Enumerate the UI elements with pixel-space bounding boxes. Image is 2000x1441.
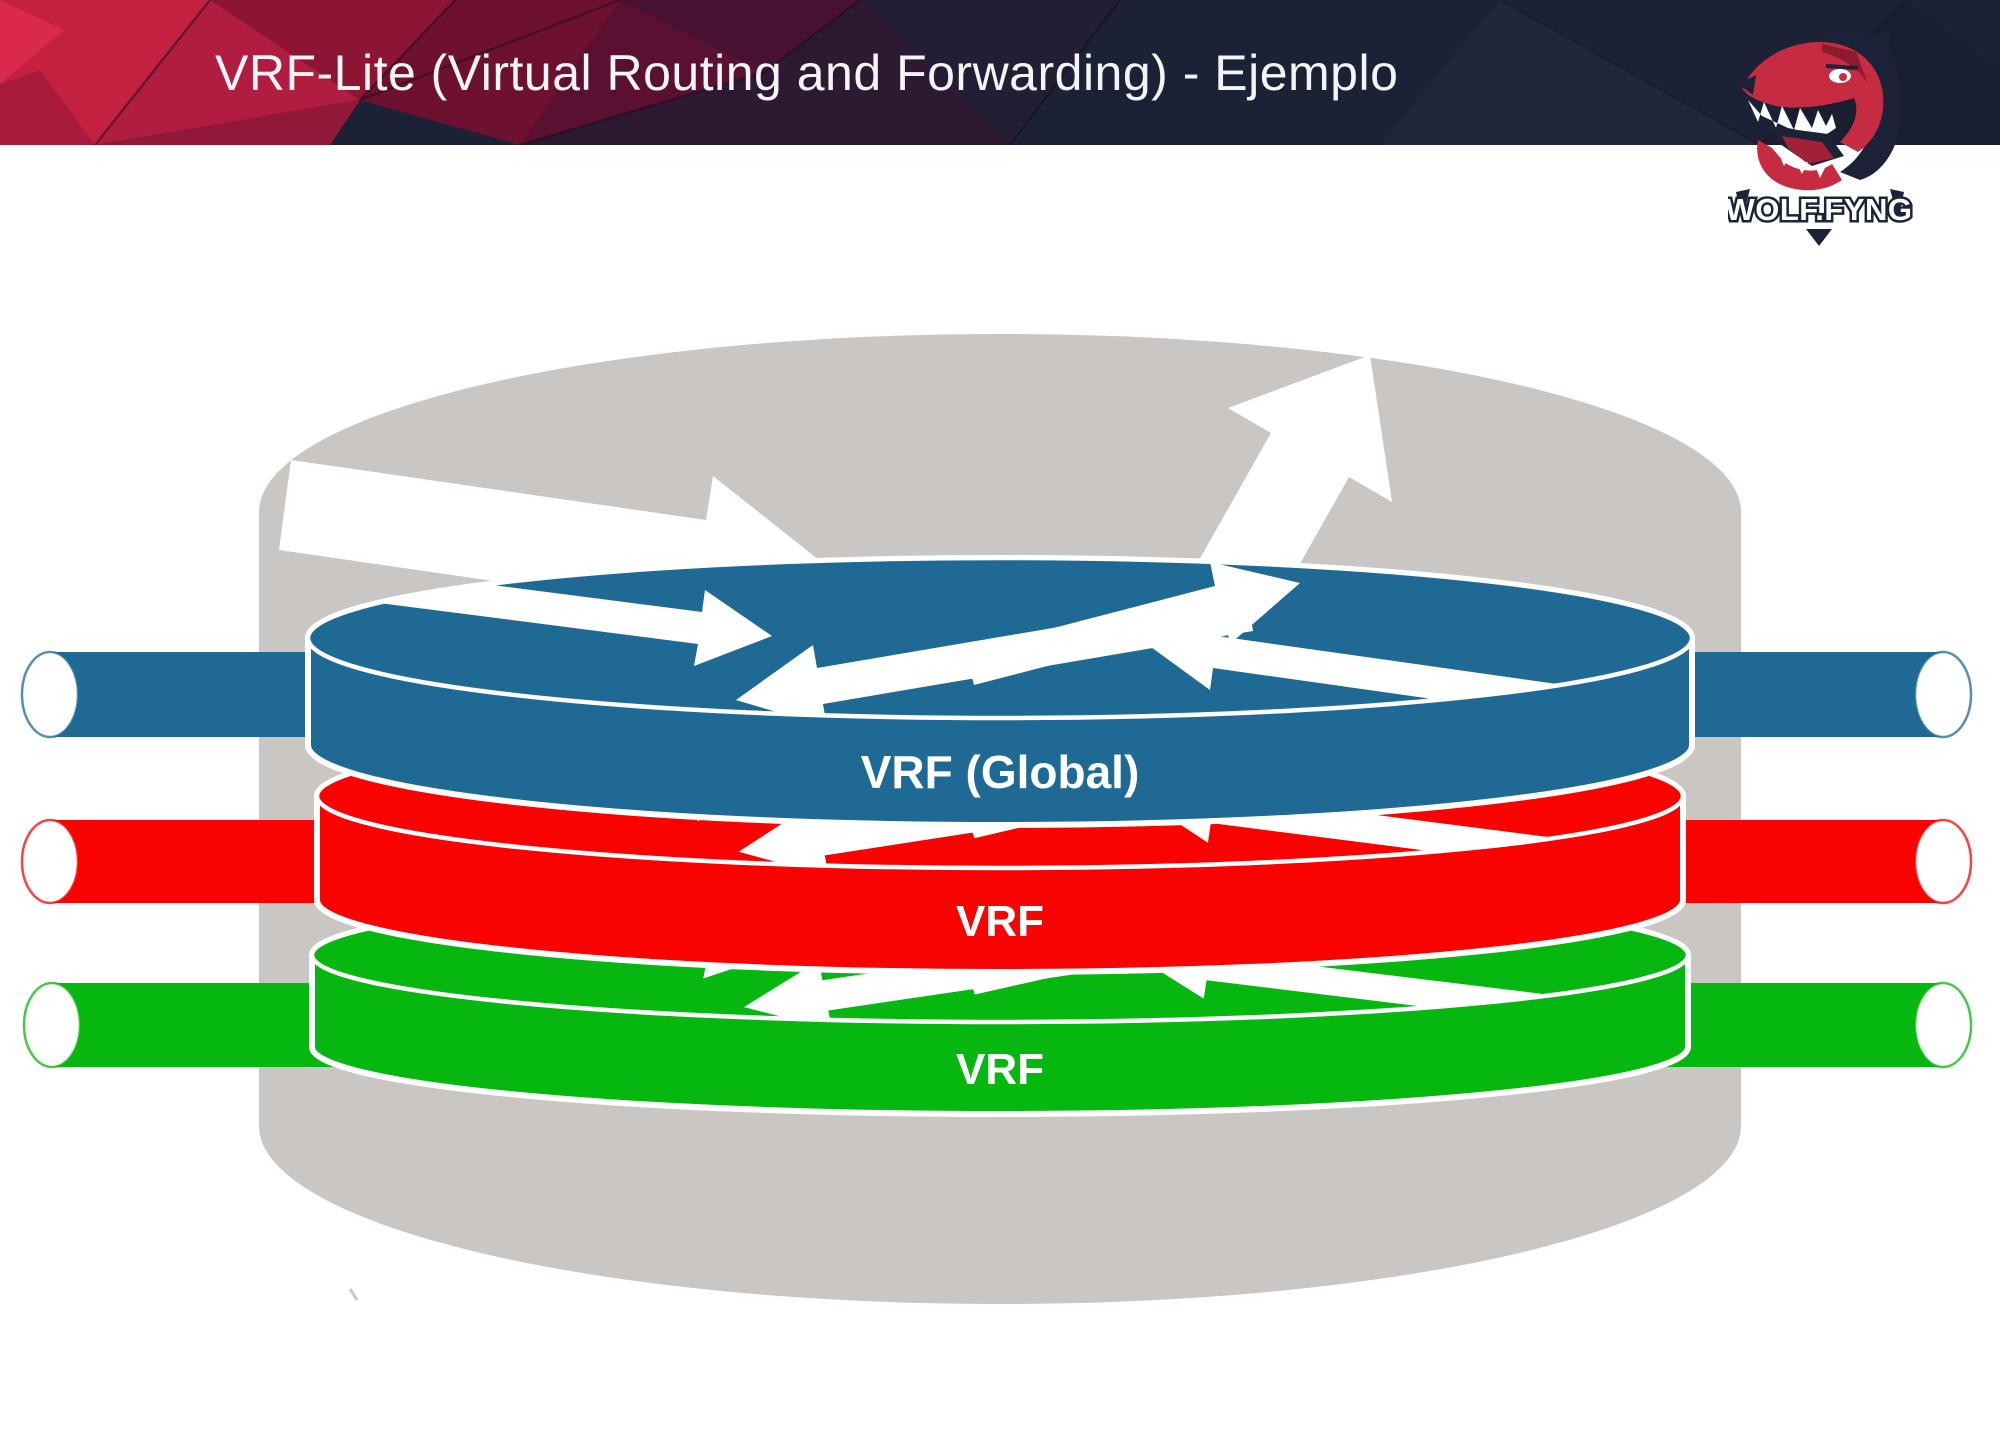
wolf-logo: WOLF.FYNG (1728, 28, 1913, 246)
tube-red-left-end (20, 818, 80, 905)
vrf-disc-global: VRF (Global) (305, 555, 1695, 828)
vrf-red-label: VRF (956, 897, 1044, 946)
page-title: VRF-Lite (Virtual Routing and Forwarding… (215, 44, 1399, 101)
brand-text: WOLF.FYNG (1728, 192, 1913, 227)
vrf-green-label: VRF (956, 1045, 1044, 1094)
tube-red-right-end (1913, 818, 1973, 905)
tube-green-left-end (22, 981, 82, 1069)
tube-green-right-end (1913, 981, 1973, 1069)
wolf-logo-banner: WOLF.FYNG (1728, 189, 1913, 246)
tube-global-left-end (20, 650, 80, 739)
tube-global-right-end (1913, 650, 1973, 739)
vrf-global-label: VRF (Global) (861, 746, 1140, 798)
wolf-head-icon (1738, 28, 1902, 191)
stray-mark (348, 1288, 359, 1301)
